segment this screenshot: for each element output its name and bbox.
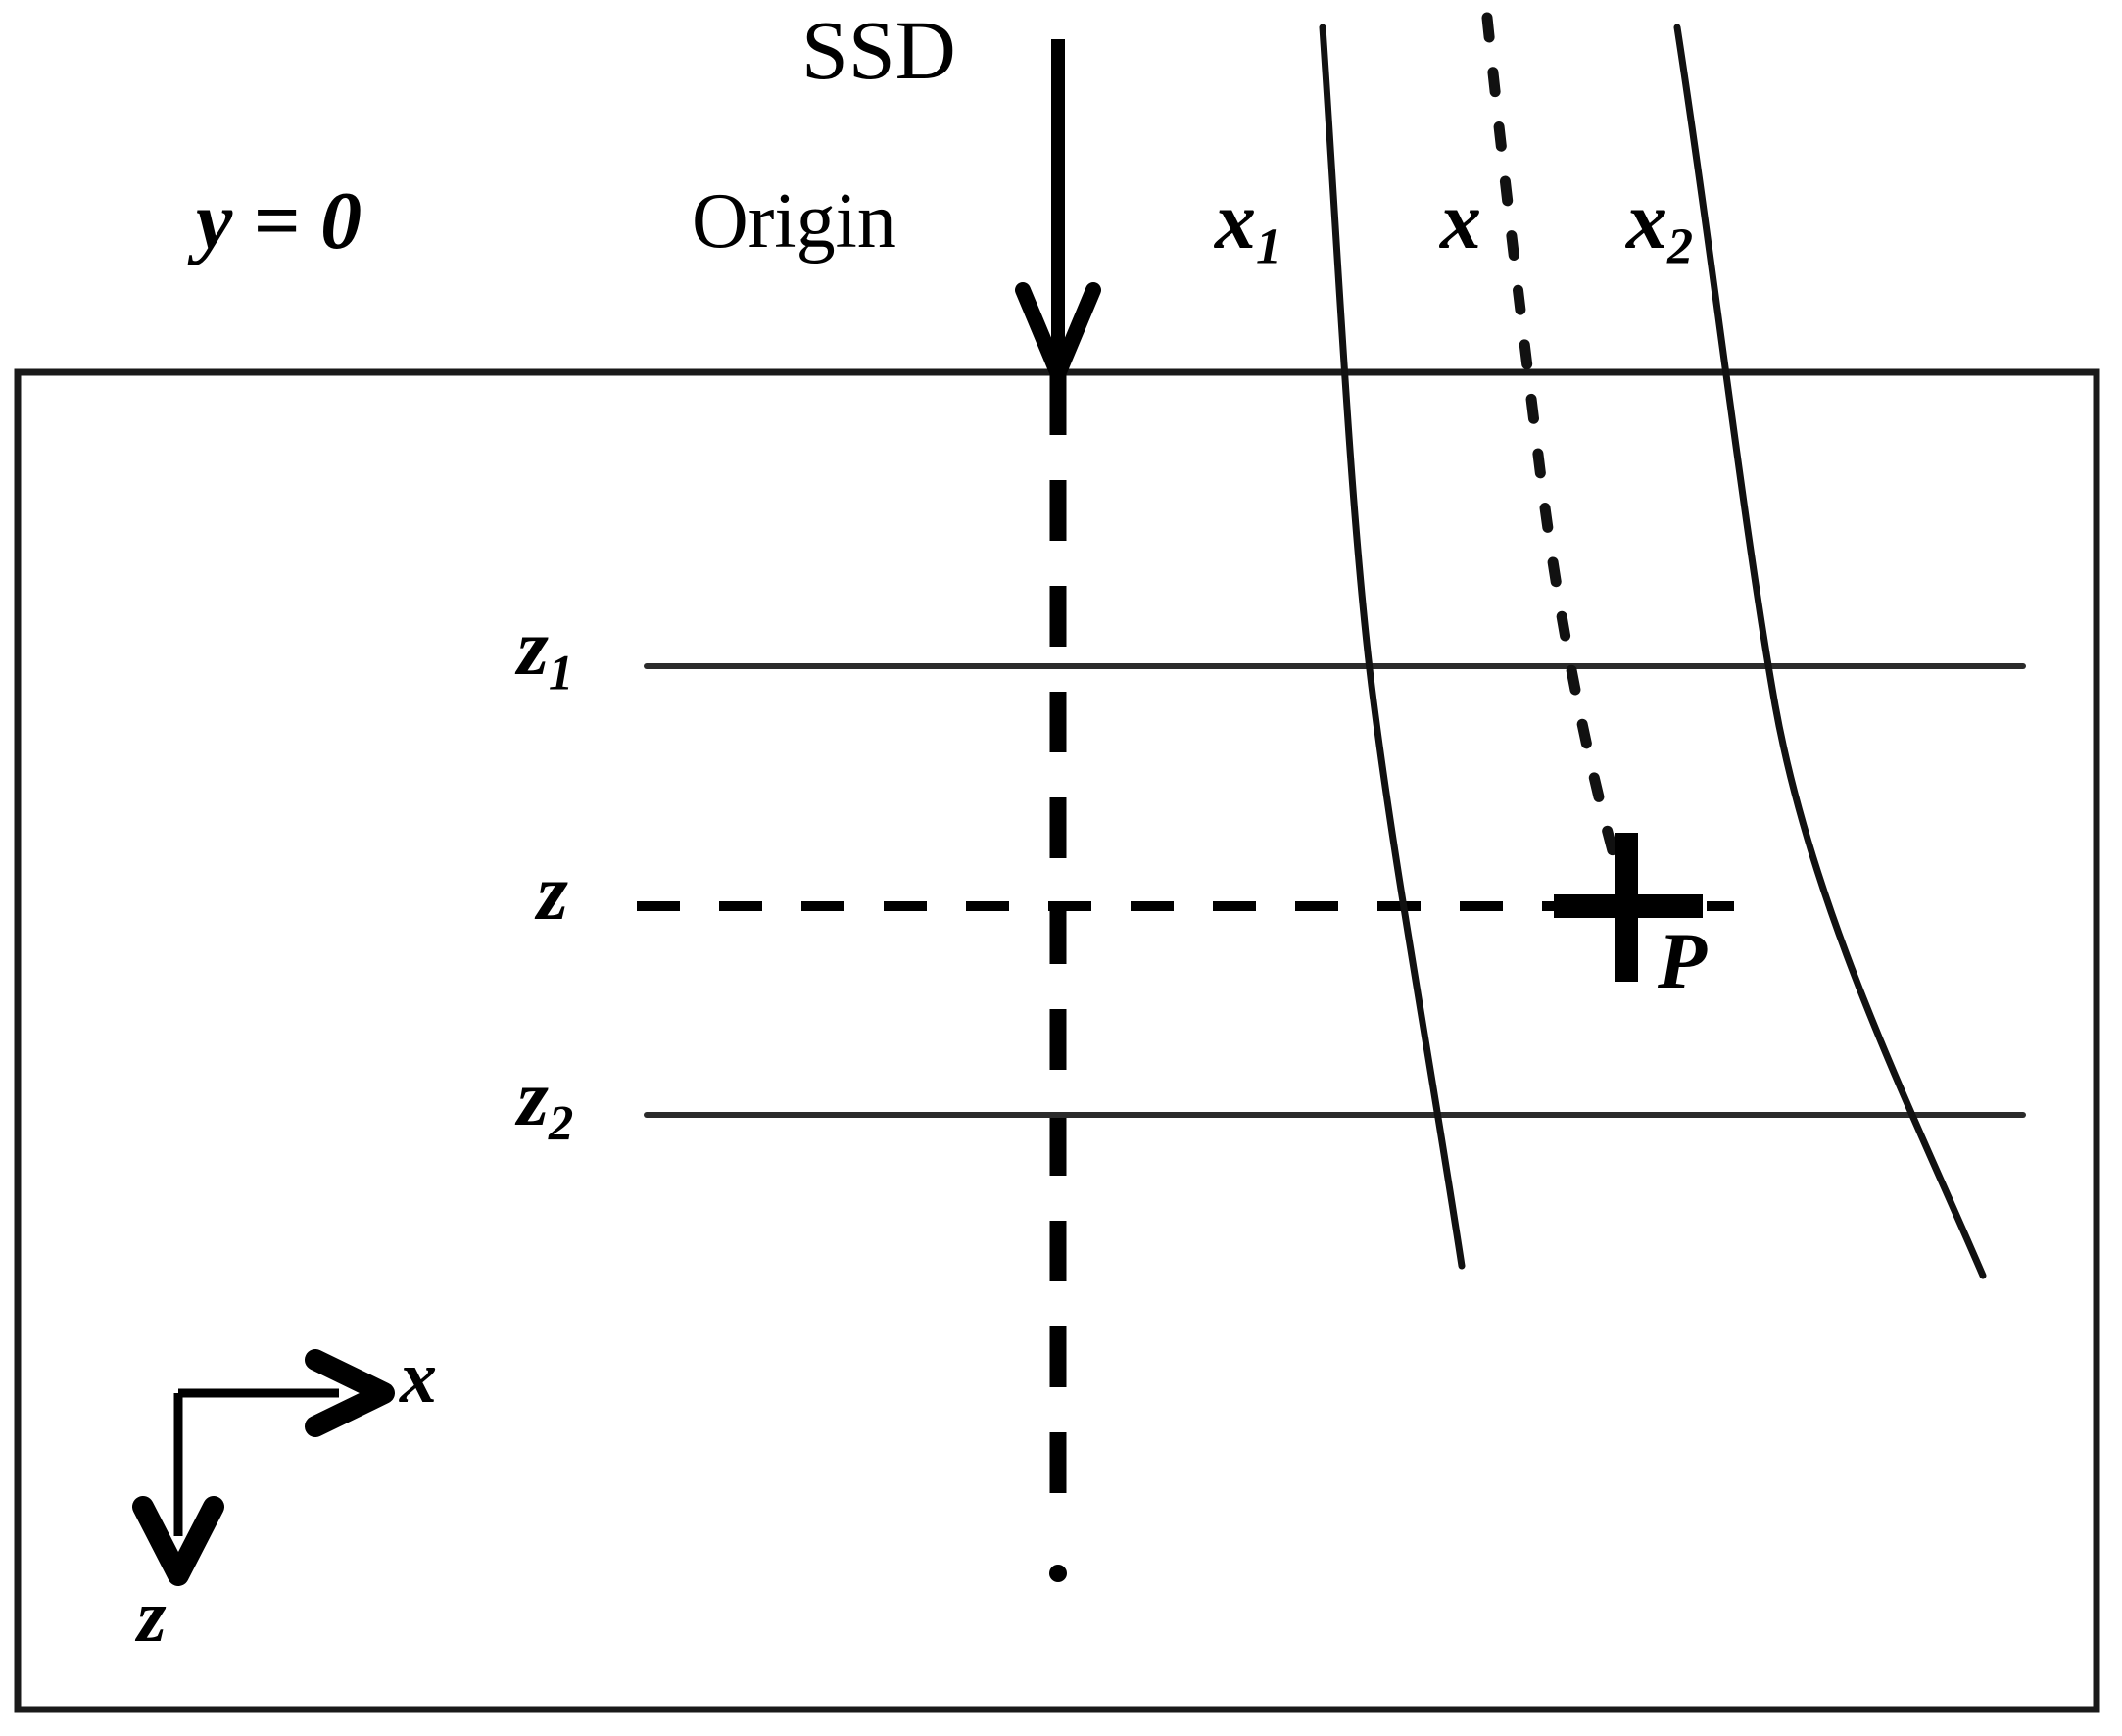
x1-label: x1	[1215, 180, 1281, 273]
z2-label-base: z	[517, 1053, 549, 1142]
z-label: z	[537, 847, 568, 937]
x1-label-base: x	[1215, 175, 1256, 266]
ssd-label: SSD	[801, 3, 956, 97]
central-axis-dashed-line	[1049, 374, 1067, 1582]
point-p-cross-marker	[1554, 833, 1703, 982]
x2-label-base: x	[1626, 175, 1667, 266]
z1-label: z1	[517, 607, 573, 698]
axis-z-label: z	[137, 1575, 167, 1658]
off-axis-curve-x1	[1319, 24, 1466, 1270]
x2-label-subscript: 2	[1667, 218, 1694, 275]
z1-label-subscript: 1	[548, 645, 574, 700]
z2-label-subscript: 2	[548, 1095, 574, 1151]
z2-label: z2	[517, 1058, 573, 1148]
x2-label: x2	[1626, 180, 1693, 273]
surface-plane-label: y = 0	[196, 175, 362, 266]
x-label: x	[1440, 175, 1481, 266]
coordinate-axes-indicator	[132, 1349, 395, 1586]
off-axis-curve-x	[1481, 12, 1634, 911]
origin-label: Origin	[692, 178, 896, 265]
axis-x-label: x	[400, 1336, 437, 1419]
off-axis-curve-x2	[1673, 24, 1987, 1279]
x1-label-subscript: 1	[1256, 218, 1282, 275]
z1-label-base: z	[517, 603, 549, 692]
point-p-label: P	[1658, 916, 1708, 1005]
ssd-arrow	[1015, 39, 1101, 382]
